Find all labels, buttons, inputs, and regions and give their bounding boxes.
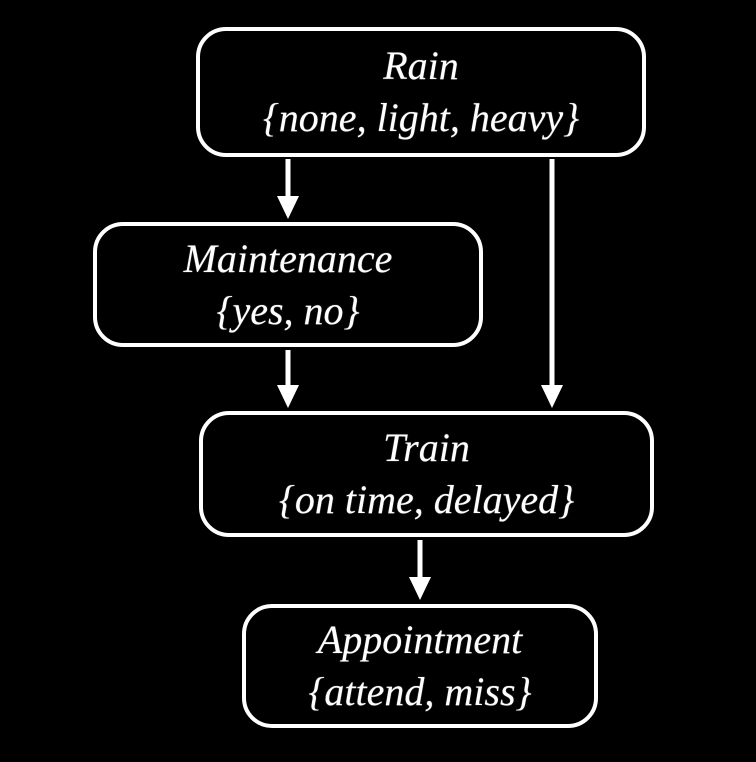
edge-rain-to-train-arrow [541, 159, 563, 408]
node-train: Train {on time, delayed} [199, 411, 654, 537]
node-train-values: {on time, delayed} [278, 477, 575, 522]
node-appointment: Appointment {attend, miss} [242, 604, 598, 728]
node-maintenance-values: {yes, no} [216, 287, 360, 333]
node-rain-values: {none, light, heavy} [262, 95, 580, 140]
node-appointment-label: Appointment [317, 617, 523, 662]
node-rain-label: Rain [383, 43, 459, 88]
edge-train-to-appointment-arrow [409, 540, 431, 600]
edge-rain-to-maintenance-arrow [277, 159, 299, 219]
edge-maintenance-to-train-arrow [277, 350, 299, 408]
node-maintenance: Maintenance {yes, no} [93, 222, 483, 347]
node-train-label: Train [383, 425, 470, 470]
node-maintenance-label: Maintenance [183, 235, 393, 281]
node-appointment-values: {attend, miss} [308, 669, 532, 714]
node-rain: Rain {none, light, heavy} [196, 27, 646, 157]
